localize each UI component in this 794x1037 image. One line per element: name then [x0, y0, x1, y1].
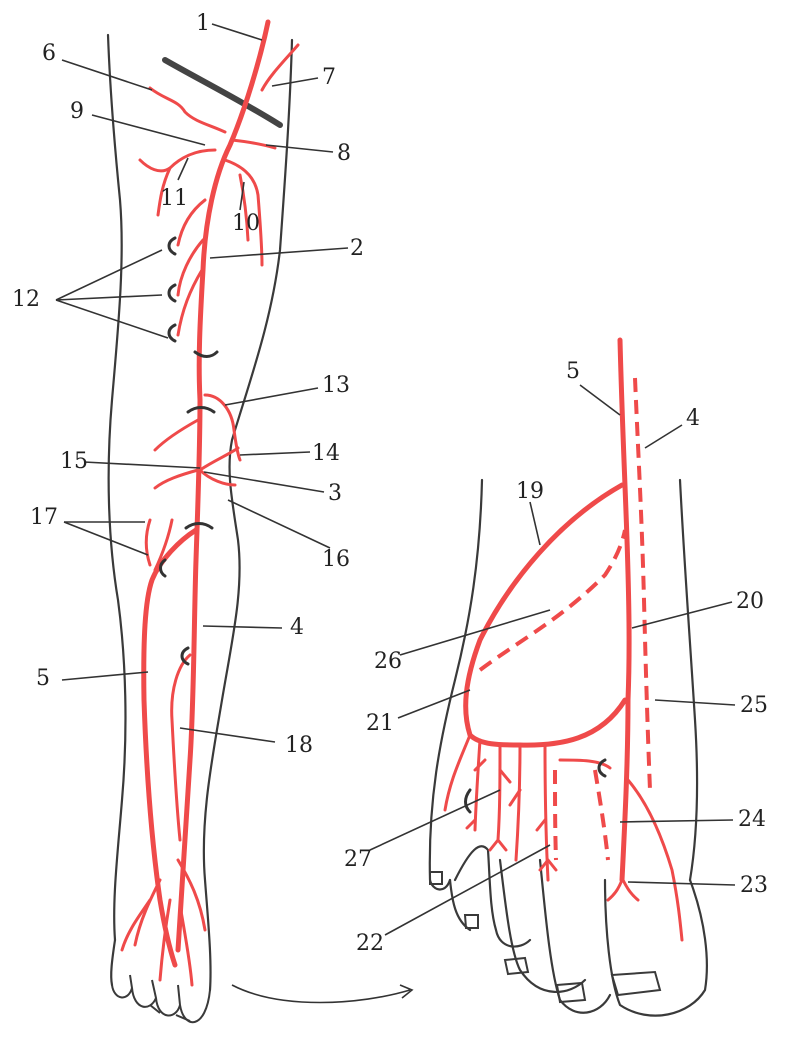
label-foot-19: 19	[516, 479, 544, 504]
leader-lines	[56, 24, 735, 935]
label-3: 3	[328, 481, 342, 506]
label-11: 11	[160, 186, 188, 211]
label-1: 1	[196, 11, 210, 36]
label-10: 10	[232, 211, 260, 236]
label-foot-27: 27	[344, 847, 372, 872]
label-4: 4	[290, 615, 304, 640]
leg-outline	[108, 35, 292, 1022]
label-foot-26: 26	[374, 649, 402, 674]
label-5: 5	[36, 666, 50, 691]
label-foot-25: 25	[740, 693, 768, 718]
label-16: 16	[322, 547, 350, 572]
label-foot-5: 5	[566, 359, 580, 384]
label-18: 18	[285, 733, 313, 758]
label-foot-4: 4	[686, 406, 700, 431]
foot-outline	[430, 480, 707, 1016]
label-7: 7	[322, 65, 336, 90]
labels: 1 6 7 9 8 11 10 2 12 13 14 15 3 17 16 4 …	[12, 11, 768, 956]
inguinal-ligament	[165, 60, 280, 125]
label-14: 14	[312, 441, 340, 466]
label-6: 6	[42, 41, 56, 66]
label-8: 8	[337, 141, 351, 166]
label-17: 17	[30, 505, 58, 530]
label-2: 2	[350, 236, 364, 261]
label-foot-21: 21	[366, 711, 394, 736]
foot-arteries	[445, 340, 682, 940]
connector-arrow	[232, 985, 410, 1003]
label-foot-22: 22	[356, 931, 384, 956]
leg-cut-marks	[161, 238, 218, 664]
label-9: 9	[70, 99, 84, 124]
label-12: 12	[12, 287, 40, 312]
label-foot-23: 23	[740, 873, 768, 898]
label-15: 15	[60, 449, 88, 474]
foot-cut-marks	[466, 760, 606, 812]
label-foot-20: 20	[736, 589, 764, 614]
leg-arteries	[122, 22, 298, 985]
label-foot-24: 24	[738, 807, 766, 832]
label-13: 13	[322, 373, 350, 398]
